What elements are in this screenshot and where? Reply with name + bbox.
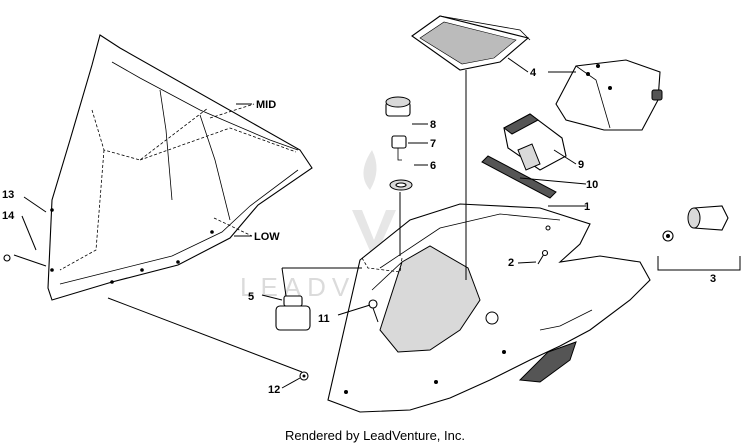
windshield bbox=[47, 34, 313, 301]
label-low: LOW bbox=[254, 231, 280, 243]
bolt-11 bbox=[368, 299, 379, 323]
label-9: 9 bbox=[578, 159, 584, 171]
label-13: 13 bbox=[2, 189, 14, 201]
footer-credit: Rendered by LeadVenture, Inc. bbox=[285, 428, 465, 443]
switch-5 bbox=[275, 295, 311, 331]
cover-4 bbox=[555, 59, 663, 131]
key-7 bbox=[391, 135, 407, 161]
label-5: 5 bbox=[248, 291, 254, 303]
label-10: 10 bbox=[586, 179, 598, 191]
bolt-14 bbox=[3, 254, 11, 262]
label-6: 6 bbox=[430, 160, 436, 172]
label-8: 8 bbox=[430, 119, 436, 131]
washer-12 bbox=[299, 371, 309, 381]
mesh-vent bbox=[411, 15, 531, 71]
label-2: 2 bbox=[508, 257, 514, 269]
nut-6 bbox=[389, 179, 413, 191]
label-mid: MID bbox=[256, 99, 276, 111]
leader-lines bbox=[13, 57, 587, 389]
cap-8 bbox=[385, 96, 411, 117]
label-14: 14 bbox=[2, 210, 15, 222]
hood bbox=[327, 203, 651, 413]
seal-10 bbox=[481, 155, 557, 199]
label-12: 12 bbox=[268, 384, 280, 396]
gauge-9 bbox=[503, 113, 567, 171]
light-3 bbox=[662, 205, 729, 242]
label-11: 11 bbox=[318, 313, 330, 325]
label-7: 7 bbox=[430, 138, 436, 150]
label-3: 3 bbox=[710, 273, 716, 285]
screw-2 bbox=[537, 249, 549, 265]
label-1: 1 bbox=[584, 201, 590, 213]
label-4: 4 bbox=[530, 67, 537, 79]
